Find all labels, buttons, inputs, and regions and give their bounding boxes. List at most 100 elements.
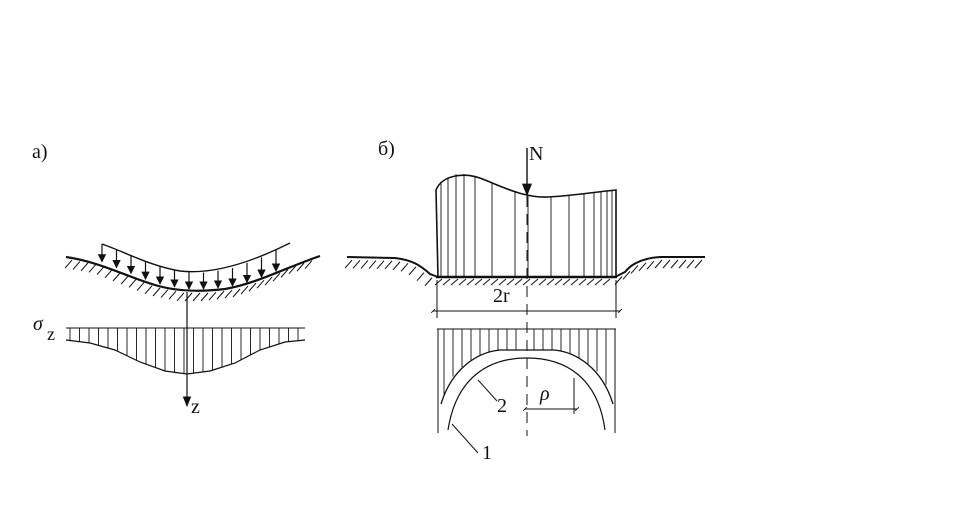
hatch-stroke — [506, 278, 515, 286]
hatch-stroke — [482, 278, 491, 286]
hatch-stroke — [490, 278, 499, 286]
panel-a-sigma-subscript: z — [47, 324, 55, 344]
hatch-stroke — [344, 259, 353, 269]
panel-b-label: б) — [378, 138, 395, 160]
hatch-stroke — [514, 278, 523, 286]
hatch-stroke — [586, 278, 595, 286]
hatch-stroke — [360, 260, 369, 269]
panel-b-ground-right — [614, 256, 705, 278]
panel-a-stress-diagram — [65, 328, 306, 375]
hatch-stroke — [240, 285, 249, 295]
hatch-stroke — [128, 279, 137, 288]
hatch-stroke — [88, 263, 97, 273]
hatch-stroke — [562, 278, 571, 286]
hatch-stroke — [72, 261, 81, 270]
panel-b-leader-2 — [477, 379, 498, 402]
hatch-stroke — [352, 259, 361, 269]
panel-a-load-arrows — [97, 244, 281, 290]
hatch-stroke — [538, 278, 547, 286]
hatch-stroke — [152, 287, 161, 297]
panel-b-foundation-hatch — [440, 174, 613, 277]
panel-b-curve-2 — [440, 349, 614, 405]
hatch-stroke — [280, 269, 289, 278]
hatch-stroke — [442, 278, 451, 286]
hatch-stroke — [570, 278, 579, 286]
hatch-stroke — [296, 262, 305, 272]
hatch-stroke — [400, 262, 409, 272]
hatch-stroke — [408, 266, 417, 276]
hatch-stroke — [694, 259, 703, 269]
hatch-stroke — [64, 259, 73, 269]
hatch-stroke — [120, 275, 129, 285]
panel-b-curve-1-label: 1 — [482, 442, 492, 464]
hatch-stroke — [192, 292, 201, 302]
hatch-stroke — [80, 262, 89, 272]
hatch-stroke — [104, 269, 113, 279]
hatch-stroke — [434, 278, 443, 286]
hatch-stroke — [208, 291, 217, 301]
panel-b-foundation-outline — [435, 174, 617, 278]
panel-a-ground-hatching — [64, 259, 313, 302]
hatch-stroke — [216, 290, 225, 300]
hatch-stroke — [136, 282, 145, 291]
panel-b-radius-label: ρ — [539, 383, 550, 405]
panel-b-curve-2-label: 2 — [497, 395, 507, 417]
hatch-stroke — [474, 278, 483, 286]
hatch-stroke — [288, 265, 297, 275]
hatch-stroke — [112, 272, 121, 282]
hatch-stroke — [200, 292, 209, 302]
hatch-stroke — [498, 278, 507, 286]
panel-b-ground-left — [346, 256, 439, 278]
hatch-stroke — [522, 278, 531, 286]
hatch-stroke — [670, 259, 679, 269]
hatch-stroke — [96, 266, 105, 275]
panel-a-sigma-symbol: σ — [33, 313, 44, 335]
panel-a-ground-surface — [65, 254, 321, 292]
panel-b-force-label: N — [529, 143, 543, 165]
panel-a-load-curve — [101, 242, 291, 273]
hatch-stroke — [368, 260, 377, 269]
panel-b-width-label: 2r — [493, 285, 510, 307]
hatch-stroke — [272, 272, 281, 282]
hatch-stroke — [232, 288, 241, 298]
hatch-stroke — [646, 260, 655, 270]
hatch-stroke — [466, 278, 475, 286]
hatch-stroke — [638, 262, 647, 272]
hatch-stroke — [662, 259, 671, 269]
hatch-stroke — [384, 260, 393, 270]
hatch-stroke — [530, 278, 539, 286]
hatch-stroke — [554, 278, 563, 286]
panel-b: б) N 2r 1 2 ρ — [344, 138, 705, 464]
panel-a-label: а) — [32, 141, 48, 163]
hatch-stroke — [594, 278, 603, 286]
hatch-stroke — [176, 292, 185, 302]
hatch-stroke — [376, 260, 385, 270]
panel-b-curve-1 — [447, 357, 606, 431]
hatch-stroke — [450, 278, 459, 286]
hatch-stroke — [602, 278, 611, 286]
hatch-stroke — [654, 259, 663, 269]
hatch-stroke — [248, 282, 257, 292]
hatch-stroke — [686, 259, 695, 269]
hatch-stroke — [168, 290, 177, 300]
hatch-stroke — [622, 271, 631, 280]
hatch-stroke — [256, 279, 265, 289]
panel-a-z-label: z — [191, 396, 200, 418]
hatch-stroke — [424, 277, 433, 287]
hatch-stroke — [458, 278, 467, 286]
hatch-stroke — [630, 265, 639, 274]
hatch-stroke — [416, 272, 425, 281]
hatch-stroke — [304, 260, 313, 269]
panel-b-leader-1 — [451, 423, 479, 454]
hatch-stroke — [224, 289, 233, 299]
panel-b-ground-hatching — [344, 259, 703, 287]
hatch-stroke — [264, 276, 273, 286]
hatch-stroke — [392, 261, 401, 271]
hatch-stroke — [160, 289, 169, 298]
hatch-stroke — [546, 278, 555, 286]
panel-a: а) z σ z — [32, 141, 321, 418]
hatch-stroke — [184, 292, 193, 302]
hatch-stroke — [144, 285, 153, 295]
hatch-stroke — [578, 278, 587, 286]
